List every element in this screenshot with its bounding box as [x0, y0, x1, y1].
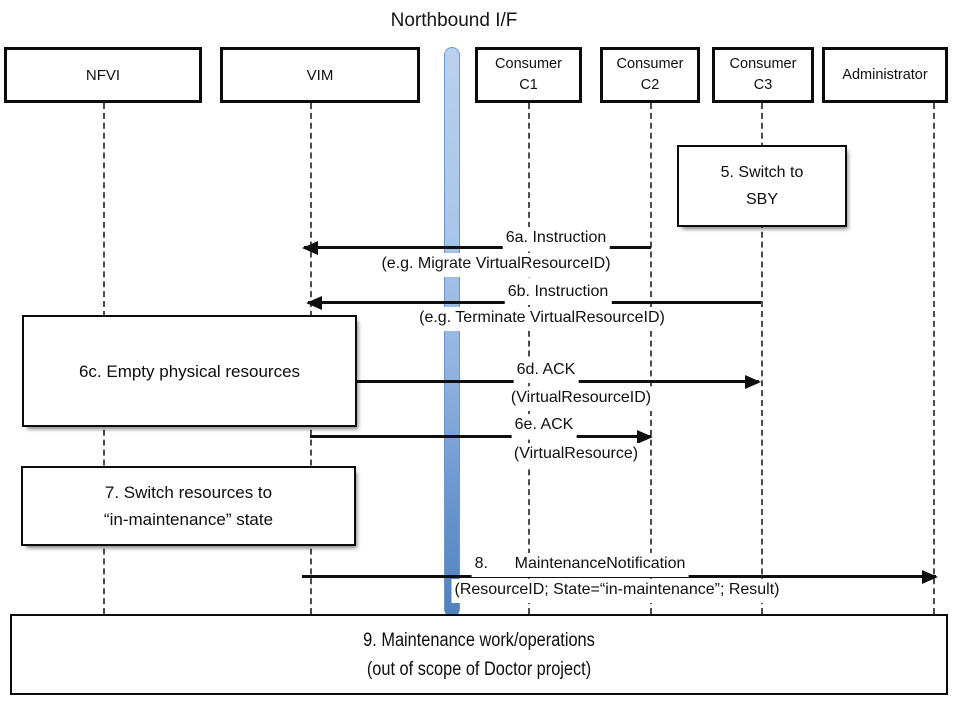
- label-6d-detail: (VirtualResourceID): [507, 387, 655, 411]
- note-7-switch-resources: 7. Switch resources to “in-maintenance” …: [21, 466, 356, 546]
- label-8-detail: (ResourceID; State=“in-maintenance”; Res…: [451, 579, 783, 603]
- actor-c3-label-line1: Consumer: [729, 56, 797, 72]
- actor-admin-label: Administrator: [842, 66, 928, 83]
- northbound-if-bar: [444, 47, 460, 617]
- actor-c2-label-line2: C2: [640, 77, 660, 93]
- label-6a-detail: (e.g. Migrate VirtualResourceID): [378, 253, 614, 277]
- actor-vim-label: VIM: [306, 66, 334, 84]
- label-6a-instruction: 6a. Instruction: [502, 227, 610, 251]
- diagram-title: Northbound I/F: [390, 10, 518, 31]
- arrow-6e-ack: [310, 435, 651, 438]
- label-6b-instruction: 6b. Instruction: [504, 281, 612, 305]
- actor-consumer-c1: Consumer C1: [475, 47, 582, 103]
- note-5-switch-to-sby: 5. Switch to SBY: [677, 145, 847, 227]
- note-5-line2: SBY: [745, 191, 778, 208]
- actor-nfvi: NFVI: [4, 47, 202, 103]
- note-6c-empty-physical-resources: 6c. Empty physical resources: [22, 315, 357, 427]
- actor-administrator: Administrator: [822, 47, 948, 103]
- label-6d-ack: 6d. ACK: [513, 359, 579, 383]
- label-6e-ack: 6e. ACK: [511, 414, 577, 438]
- note-7-line2: “in-maintenance” state: [103, 510, 274, 529]
- actor-c3-label-line2: C3: [753, 77, 773, 93]
- actor-vim: VIM: [220, 47, 420, 103]
- note-9-maintenance-work: 9. Maintenance work/operations (out of s…: [10, 614, 948, 695]
- note-6c-line1: 6c. Empty physical resources: [78, 361, 301, 381]
- label-8-notification: 8. MaintenanceNotification: [471, 553, 689, 577]
- note-5-line1: 5. Switch to: [720, 164, 804, 181]
- actor-c2-label-line1: Consumer: [616, 56, 684, 72]
- lifeline-administrator: [933, 103, 935, 614]
- actor-consumer-c2: Consumer C2: [600, 47, 700, 103]
- actor-c1-label-line1: Consumer: [495, 56, 562, 72]
- note-9-line2: (out of scope of Doctor project): [366, 658, 592, 680]
- label-6b-detail: (e.g. Terminate VirtualResourceID): [416, 307, 668, 331]
- actor-c1-label-line2: C1: [519, 77, 538, 93]
- lifeline-consumer-c1: [528, 103, 530, 614]
- label-6e-detail: (VirtualResource): [510, 443, 642, 467]
- lifeline-consumer-c3: [761, 103, 763, 614]
- actor-consumer-c3: Consumer C3: [712, 47, 814, 103]
- arrow-6a-instruction: [304, 246, 651, 249]
- actor-nfvi-label: NFVI: [85, 66, 121, 84]
- note-7-line1: 7. Switch resources to: [104, 483, 273, 502]
- note-9-line1: 9. Maintenance work/operations: [363, 629, 595, 651]
- lifeline-consumer-c2: [650, 103, 652, 614]
